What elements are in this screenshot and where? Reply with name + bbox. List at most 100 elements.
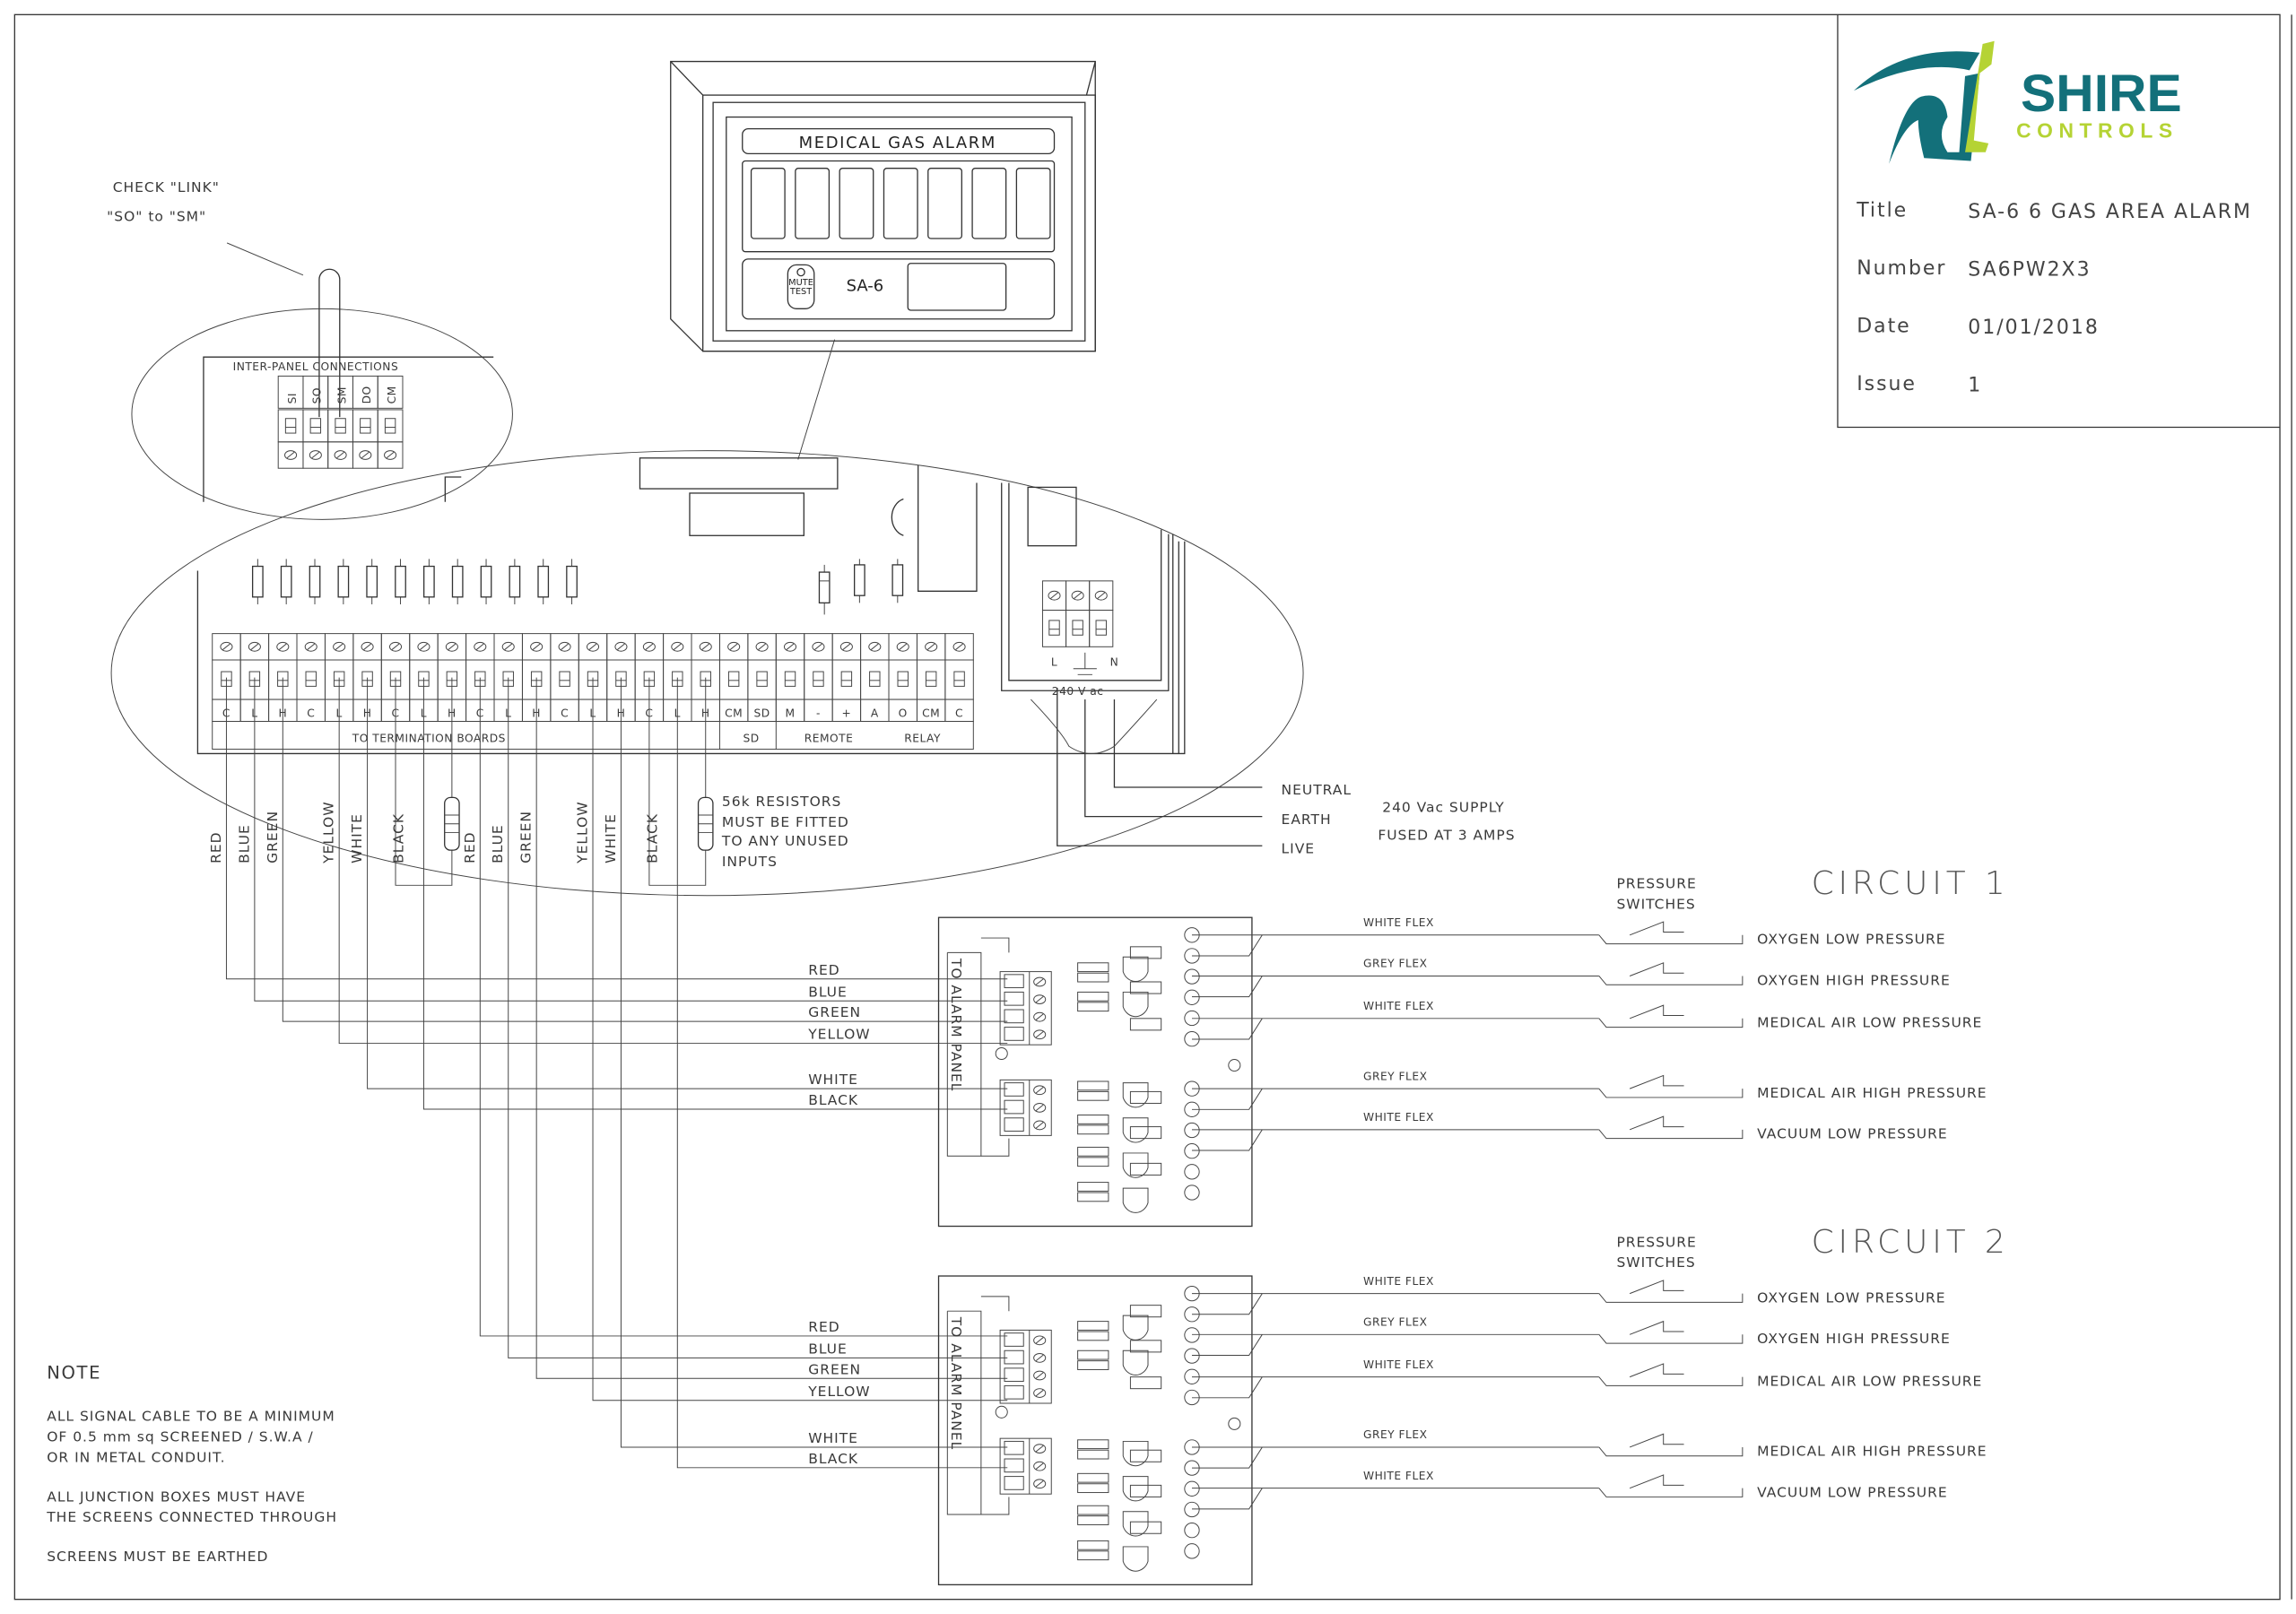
terminal-post-icon xyxy=(1184,1480,1200,1497)
resistor-icon xyxy=(1077,1192,1109,1202)
title-block-value: 1 xyxy=(1968,375,1982,397)
sensor-label: MEDICAL AIR LOW PRESSURE xyxy=(1757,1373,1982,1389)
signal-wire xyxy=(676,677,1008,1469)
terminal-post-icon xyxy=(1184,968,1200,985)
clamp-icon xyxy=(869,671,881,687)
mute-label: MUTE xyxy=(788,278,813,288)
sensor-label: OXYGEN HIGH PRESSURE xyxy=(1757,1331,1951,1347)
wire-color-label: BLACK xyxy=(391,813,407,863)
resistor-icon xyxy=(1077,1505,1109,1515)
resistor-icon xyxy=(1077,1540,1109,1550)
wire-color-label: BLUE xyxy=(490,824,506,863)
junction-input-label: RED xyxy=(808,1319,839,1335)
junction-input-label: RED xyxy=(808,962,839,978)
signal-wire xyxy=(282,677,1008,1022)
junction-input-label: GREEN xyxy=(808,1361,861,1377)
clamp-icon xyxy=(953,671,965,687)
resistor-note-line: 56k RESISTORS xyxy=(722,794,841,810)
resistor-icon xyxy=(1129,1521,1162,1534)
to-alarm-panel-label: TO ALARM PANEL xyxy=(948,958,964,1092)
pressure-switches-label: PRESSURE xyxy=(1616,876,1696,892)
resistor-icon xyxy=(509,565,521,598)
resistor-icon xyxy=(1077,1146,1109,1157)
screw-icon xyxy=(1033,1029,1047,1040)
screw-icon xyxy=(868,641,882,652)
alarm-indicator-lamp xyxy=(1015,168,1051,239)
circuit-title: CIRCUIT 1 xyxy=(1812,865,2010,902)
note-line: ALL JUNCTION BOXES MUST HAVE xyxy=(47,1488,306,1505)
screw-icon xyxy=(334,450,347,460)
resistor-icon xyxy=(1077,1483,1109,1494)
resistor-icon xyxy=(1077,1439,1109,1450)
power-voltage-label: 240 V ac xyxy=(1052,685,1104,698)
resistor-icon xyxy=(251,565,264,598)
resistor-icon xyxy=(1077,1550,1109,1561)
resistor-icon xyxy=(1129,946,1162,959)
note-line: SCREENS MUST BE EARTHED xyxy=(47,1549,268,1565)
resistor-icon xyxy=(1077,1124,1109,1135)
to-alarm-panel-label: TO ALARM PANEL xyxy=(948,1316,964,1451)
resistor-icon xyxy=(1077,1515,1109,1525)
screw-icon xyxy=(1033,976,1047,987)
junction-input-label: YELLOW xyxy=(807,1027,870,1043)
resistor-icon xyxy=(1077,1472,1109,1483)
relay-icon xyxy=(1122,956,1149,983)
test-label: TEST xyxy=(789,287,812,297)
terminal-label: + xyxy=(842,707,852,720)
screw-icon xyxy=(384,450,397,460)
terminal-label: C xyxy=(307,707,315,720)
mute-test-button[interactable] xyxy=(787,264,815,309)
resistor-note-line: TO ANY UNUSED xyxy=(721,833,849,849)
relay-icon xyxy=(1122,1511,1149,1537)
signal-wire xyxy=(535,677,1008,1379)
relay-icon xyxy=(1122,1117,1149,1143)
alarm-panel: MEDICAL GAS ALARM MUTE TEST SA-6 xyxy=(670,60,1096,460)
notes: NOTE ALL SIGNAL CABLE TO BE A MINIMUM OF… xyxy=(46,1362,336,1565)
resistor-icon xyxy=(1129,1484,1162,1497)
screw-icon xyxy=(755,641,769,652)
resistor-note-line: MUST BE FITTED xyxy=(722,814,849,830)
pressure-switch-icon xyxy=(1598,1018,1744,1028)
resistor-icon xyxy=(566,565,578,598)
screw-icon xyxy=(671,641,684,652)
cable-type-label: WHITE FLEX xyxy=(1363,1000,1434,1012)
title-block-value: 01/01/2018 xyxy=(1968,317,2100,339)
clamp-icon xyxy=(335,418,346,434)
relay-icon xyxy=(1122,991,1149,1018)
screw-icon xyxy=(1094,590,1108,601)
clamp-icon xyxy=(1095,620,1107,636)
signal-wire xyxy=(254,677,1008,1002)
resistor-icon xyxy=(1129,1126,1162,1140)
terminal-post-icon xyxy=(1184,1143,1200,1159)
clamp-icon xyxy=(784,671,796,687)
wire-color-label: YELLOW xyxy=(321,801,337,863)
note-line: OF 0.5 mm sq SCREENED / S.W.A / xyxy=(47,1428,313,1445)
inter-panel-title: INTER-PANEL CONNECTIONS xyxy=(233,360,399,373)
screw-icon xyxy=(333,641,346,652)
resistor-icon xyxy=(1129,1340,1162,1353)
cable-type-label: WHITE FLEX xyxy=(1363,1470,1434,1482)
cable-type-label: GREY FLEX xyxy=(1363,1316,1427,1329)
wire-live: LIVE xyxy=(1282,840,1316,856)
wire-color-label: YELLOW xyxy=(574,801,590,863)
terminal-group-label: REMOTE xyxy=(804,732,854,744)
screw-icon xyxy=(220,641,233,652)
screw-icon xyxy=(1071,590,1084,601)
terminal-label: CM xyxy=(725,707,743,720)
junction-input-label: WHITE xyxy=(808,1430,858,1446)
screw-icon xyxy=(587,641,600,652)
junction-input-label: BLUE xyxy=(808,1341,848,1358)
resistor-icon xyxy=(480,565,492,598)
alarm-indicator-lamp xyxy=(927,168,962,239)
screw-icon xyxy=(839,641,853,652)
model-label: SA-6 xyxy=(847,277,883,296)
screw-icon xyxy=(1048,590,1061,601)
terminal-label: O xyxy=(899,707,908,720)
clamp-icon xyxy=(813,671,824,687)
notes-heading: NOTE xyxy=(47,1362,101,1383)
pressure-switch-icon xyxy=(1598,1088,1744,1098)
terminal-label: - xyxy=(816,707,821,720)
